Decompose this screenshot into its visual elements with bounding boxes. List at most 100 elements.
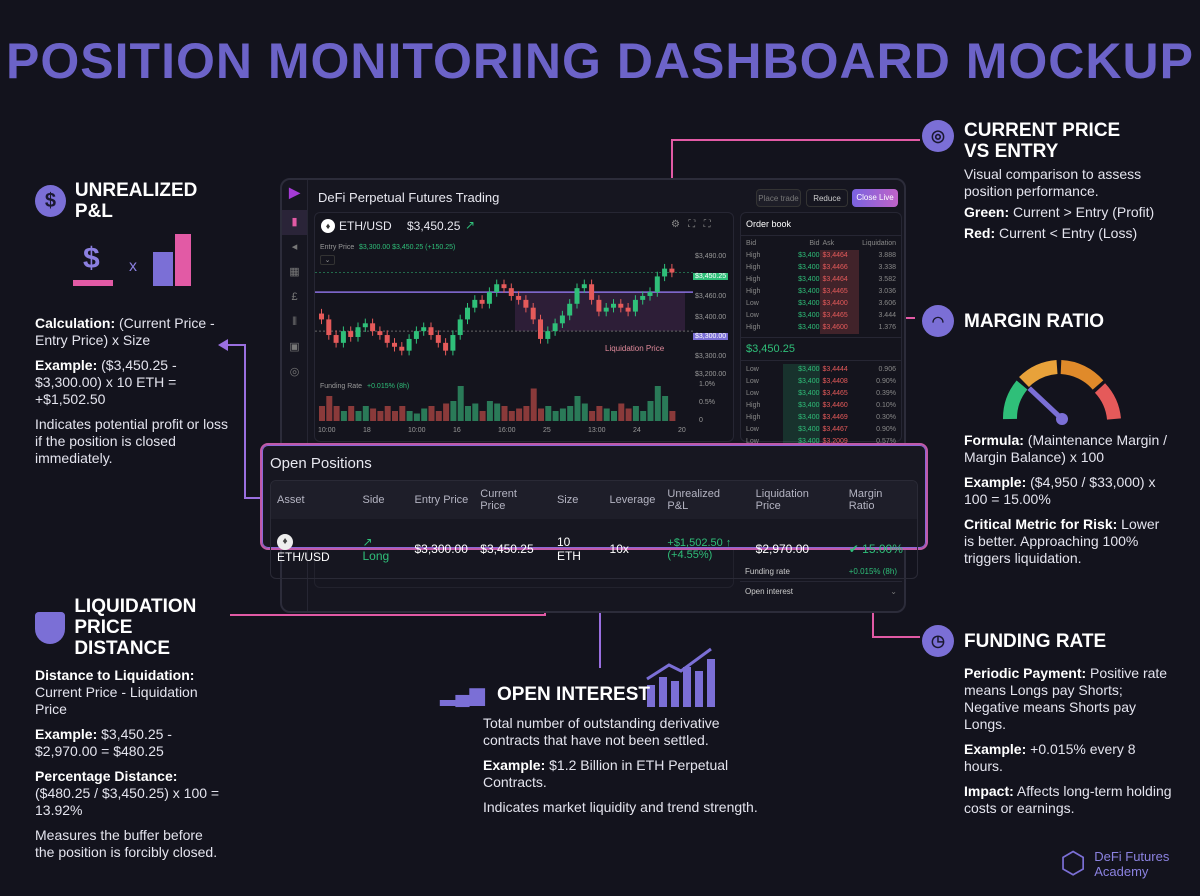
annotation-margin-ratio: ◠MARGIN RATIO Formula: (Maintenance Marg… xyxy=(922,305,1172,567)
bar-icon xyxy=(175,234,191,286)
candle xyxy=(640,295,646,300)
brand-name: DeFi Futures xyxy=(1094,848,1170,864)
currency-icon[interactable]: £ xyxy=(291,291,298,303)
pnl-percent: (+4.55%) xyxy=(667,548,713,561)
candle xyxy=(384,335,390,343)
clock-icon: ◷ xyxy=(922,625,954,657)
volume-bar xyxy=(530,388,537,421)
annotation-title: OPEN INTEREST xyxy=(496,684,651,705)
size: 0.90% xyxy=(876,426,896,433)
wallet-icon[interactable]: ▣ xyxy=(289,341,300,353)
column-header[interactable]: Leverage xyxy=(603,481,662,519)
volume-bar xyxy=(392,411,398,421)
level: Low xyxy=(746,390,759,397)
candle xyxy=(399,346,405,351)
column-header[interactable]: Unrealized P&L xyxy=(661,481,750,519)
price-tick: $3,300.00 xyxy=(693,333,729,340)
volume-tick: 1.0% xyxy=(699,381,715,388)
size: 0.906 xyxy=(878,366,896,373)
level: High xyxy=(746,252,761,259)
bars-icon[interactable]: ⫴ xyxy=(292,316,297,328)
ask-price: $3,4464 xyxy=(819,250,860,262)
sidebar: ▶ ▮ ◂ ▦ £ ⫴ ▣ ◎ xyxy=(282,180,308,611)
ask-price: $3,4400 xyxy=(819,298,860,310)
check-icon: ✔ xyxy=(848,541,859,556)
column-header[interactable]: Asset xyxy=(271,481,357,519)
volume-bar xyxy=(640,411,647,421)
settings-icon[interactable]: ◎ xyxy=(289,366,300,378)
asset-cell: ♦ETH/USD xyxy=(271,519,357,578)
column-header[interactable]: Margin Ratio xyxy=(842,481,917,519)
place-trade-button[interactable]: Place trade xyxy=(756,189,801,207)
column-header[interactable]: Entry Price xyxy=(408,481,475,519)
column-header[interactable]: Liquidation Price xyxy=(749,481,843,519)
volume-bar xyxy=(501,406,508,421)
chart-icon[interactable]: ▮ xyxy=(282,210,307,235)
header: Bid xyxy=(809,240,820,247)
eth-icon: ♦ xyxy=(277,534,293,550)
volume-bar xyxy=(450,401,457,421)
bid-price: $3,400 xyxy=(798,324,820,331)
candle xyxy=(523,299,529,308)
chart-tool-icons[interactable]: ⚙ ⛶ ⛶ xyxy=(671,219,711,230)
bar-icon xyxy=(153,252,173,286)
volume-bar xyxy=(567,406,574,421)
candle xyxy=(545,331,551,339)
volume-bar xyxy=(319,406,325,421)
size: 0.10% xyxy=(876,402,896,409)
candle xyxy=(362,323,368,328)
level: High xyxy=(746,264,761,271)
table-row[interactable]: ♦ETH/USD ↗ Long $3,300.00 $3,450.25 10 E… xyxy=(271,519,917,578)
volume-bar xyxy=(632,406,639,421)
level: Low xyxy=(746,312,759,319)
volume-bar xyxy=(428,406,435,421)
size: 0.90% xyxy=(876,378,896,385)
reduce-dropdown[interactable]: Reduce xyxy=(806,189,848,207)
leverage-cell: 10x xyxy=(609,541,629,556)
size-cell: 10 ETH xyxy=(556,534,581,563)
back-icon[interactable]: ◂ xyxy=(291,241,298,253)
ask-price: $3,4464 xyxy=(819,274,860,286)
volume-bar xyxy=(581,403,588,421)
page-title: POSITION MONITORING DASHBOARD MOCKUP xyxy=(6,33,1194,89)
column-header[interactable]: Side xyxy=(356,481,409,519)
current-price: $3,450.25 xyxy=(407,219,461,233)
grid-icon[interactable]: ▦ xyxy=(289,266,300,278)
margin-ratio-value: 15.00% xyxy=(862,541,903,556)
close-position-button[interactable]: Close Live xyxy=(852,189,898,207)
volume-bar xyxy=(662,396,669,421)
open-interest-row[interactable]: Open interest xyxy=(745,587,794,596)
liquidation-price-label: Liquidation Price xyxy=(605,344,665,353)
gauge-icon: ◠ xyxy=(922,305,954,337)
chevron-down-icon[interactable]: ⌄ xyxy=(890,587,897,596)
volume-bar xyxy=(435,411,442,421)
candle xyxy=(443,342,449,351)
pnl-illustration: $ x xyxy=(35,222,235,307)
app-logo-icon: ▶ xyxy=(289,184,300,200)
candle xyxy=(421,327,427,332)
column-header[interactable]: Size xyxy=(550,481,604,519)
volume-bar xyxy=(399,406,406,421)
column-header[interactable]: Current Price xyxy=(474,481,551,519)
bar-chart-icon: ▂▄▆ xyxy=(440,684,485,706)
collapse-button[interactable]: ⌄ xyxy=(320,255,335,265)
price-tick: $3,460.00 xyxy=(695,293,727,300)
candle xyxy=(662,268,668,277)
candle xyxy=(392,342,397,347)
header: Bid xyxy=(746,240,757,247)
